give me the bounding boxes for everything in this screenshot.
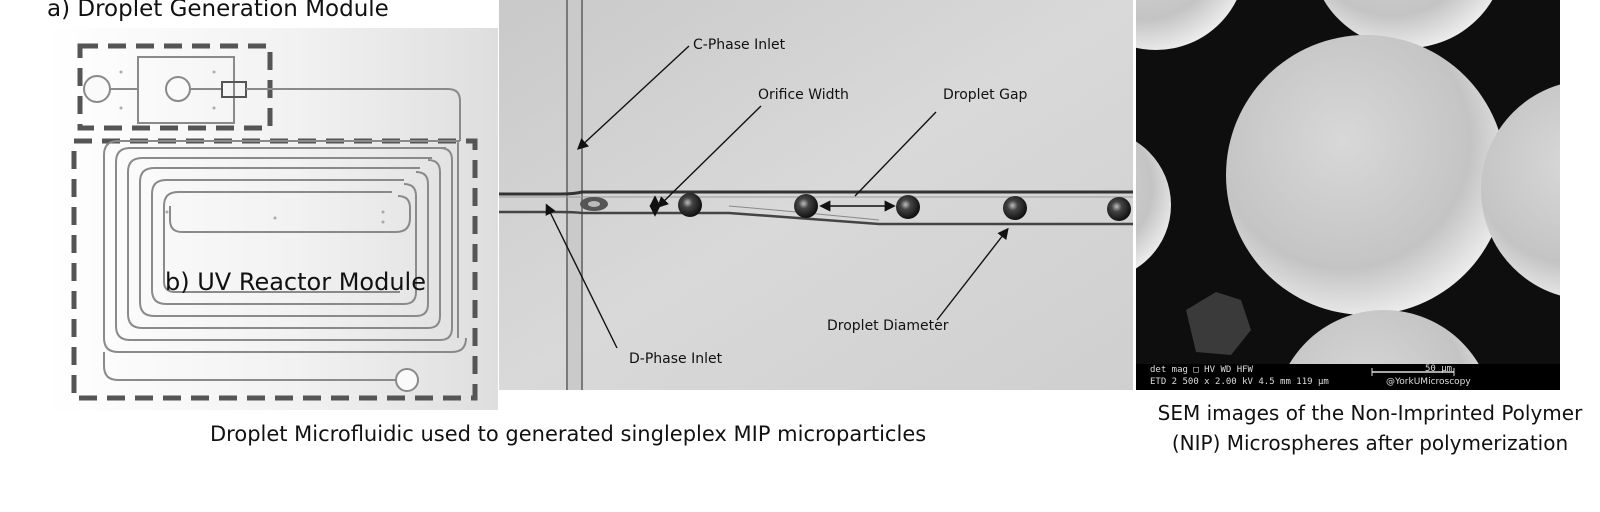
label-d-phase-inlet: D-Phase Inlet [629,351,723,367]
droplet [1107,197,1131,221]
sem-image [1136,0,1560,390]
droplet [1003,196,1027,220]
label-c-phase-inlet: C-Phase Inlet [693,37,786,53]
sem-info-row-2: ETD 2 500 x 2.00 kV 4.5 mm 119 µm [1150,377,1329,387]
droplets [678,193,1131,221]
microsphere-left [1136,141,1171,269]
c-phase-pointer [576,45,690,150]
orifice-pointer [657,105,762,208]
droplet [794,194,818,218]
droplet-generation-module-outline [77,43,273,131]
label-droplet-diameter: Droplet Diameter [827,318,949,334]
label-droplet-gap: Droplet Gap [943,87,1028,103]
microsphere-top-left [1136,0,1237,50]
caption-microfluidic: Droplet Microfluidic used to generated s… [210,422,927,446]
droplet-diameter-pointer [936,227,1009,321]
microsphere-center [1226,35,1506,315]
chip-schematic [45,28,498,410]
panel-a-title: a) Droplet Generation Module [47,0,389,22]
label-orifice-width: Orifice Width [758,87,849,103]
sem-scale-label: 50 µm [1425,364,1453,374]
microsphere-right [1481,84,1560,296]
caption-sem: SEM images of the Non-Imprinted Polymer … [1157,401,1583,455]
panel-b-label: b) UV Reactor Module [165,268,426,296]
droplet-micrograph [499,0,1133,390]
d-phase-pointer [545,203,618,349]
sem-info-bar [1136,364,1560,390]
sem-credit: @YorkUMicroscopy [1386,377,1471,387]
droplet [678,193,702,217]
droplet-generator-chip [83,56,461,141]
debris [1186,292,1251,355]
droplet-gap-pointer [854,111,937,197]
reactor-channel [103,140,467,392]
droplet [896,195,920,219]
sem-info-row-1: det mag □ HV WD HFW [1150,365,1253,375]
